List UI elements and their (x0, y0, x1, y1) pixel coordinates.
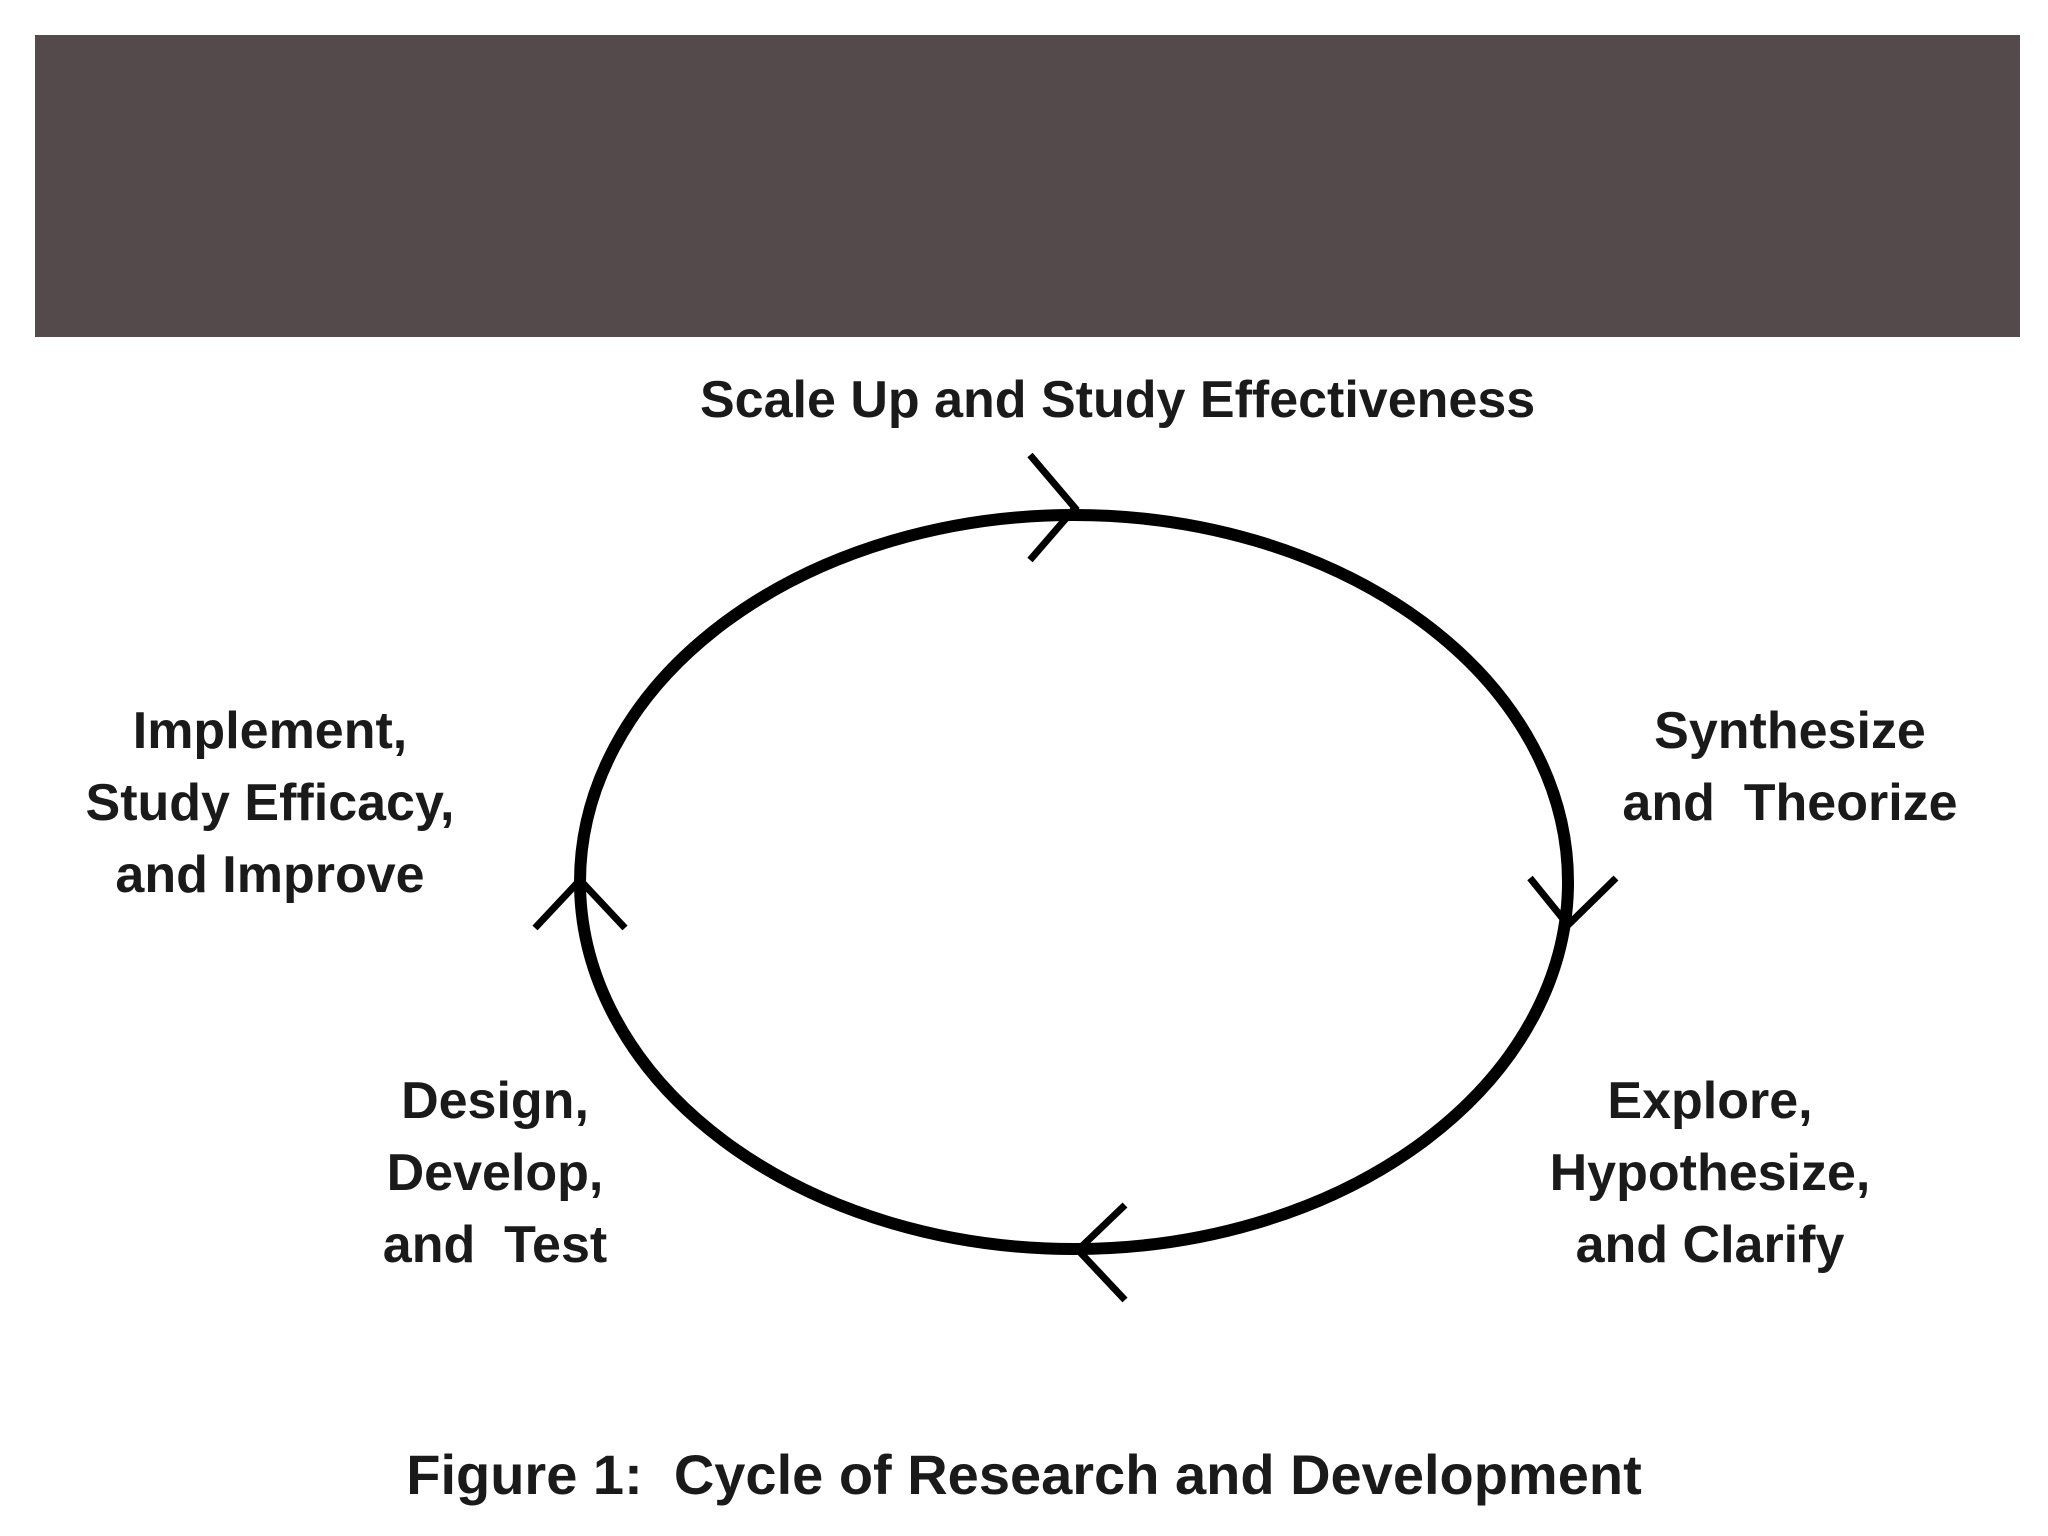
stage-label-line: and Test (382, 1216, 608, 1274)
stage-label-bottom-left: Design, Develop, and Test (335, 1065, 655, 1281)
figure-caption: Figure 1: Cycle of Research and Developm… (406, 1443, 1642, 1506)
stage-label-left: Implement, Study Efficacy, and Improve (50, 695, 490, 911)
stage-label-line: Develop, (386, 1144, 604, 1202)
stage-label-line: Hypothesize, (1549, 1144, 1871, 1202)
stage-label-line: and Improve (115, 846, 425, 904)
cycle-loop (574, 509, 1574, 1255)
stage-label-right: Synthesize and Theorize (1580, 695, 2000, 839)
stage-label-line: Implement, (132, 702, 408, 760)
stage-label-top: Scale Up and Study Effectiveness (700, 364, 1600, 436)
arrowhead-left (532, 874, 628, 931)
stage-label-line: Synthesize (1654, 702, 1926, 760)
arrowhead-top (1027, 452, 1080, 563)
stage-label-line: and Theorize (1622, 774, 1958, 832)
arrowhead-bottom (1073, 1202, 1128, 1303)
stage-label-line: Design, (401, 1072, 589, 1130)
stage-label-line: and Clarify (1575, 1216, 1845, 1274)
stage-label-line: Explore, (1607, 1072, 1813, 1130)
stage-label-line: Study Efficacy, (85, 774, 455, 832)
stage-label-bottom-right: Explore, Hypothesize, and Clarify (1500, 1065, 1920, 1281)
stage-label-line: Scale Up and Study Effectiveness (700, 371, 1536, 429)
title-band (35, 35, 2020, 337)
arrowhead-right (1527, 875, 1619, 931)
